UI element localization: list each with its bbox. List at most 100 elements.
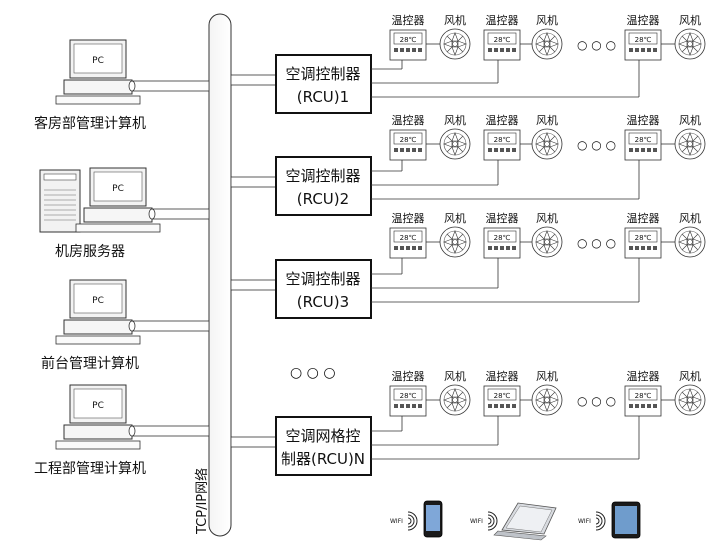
thermostat-label: 温控器 (392, 13, 425, 27)
device-unit: 温控器 28℃ 风机 (371, 211, 563, 289)
controllers-group: 空调控制器(RCU)1空调控制器(RCU)2空调控制器(RCU)3空调网格控制器… (230, 54, 372, 476)
thermostat-icon: 28℃ (389, 227, 427, 259)
device-unit: 温控器 28℃ 风机 (371, 369, 471, 432)
fan-label: 风机 (444, 369, 466, 383)
thermostat-display: 28℃ (635, 392, 652, 400)
device-unit: 温控器 28℃ 风机 (371, 369, 706, 460)
thermostat-display: 28℃ (635, 234, 652, 242)
rcu-box (275, 156, 372, 216)
thermostat-icon: 28℃ (624, 227, 662, 259)
device-row-1: 温控器28℃风机温控器28℃风机温控器28℃风机○ ○ ○ (371, 13, 706, 98)
rcu-subtitle: (RCU)3 (297, 293, 349, 311)
rcu-title: 空调控制器 (285, 65, 360, 83)
rcu-1: 空调控制器 (RCU)1 (230, 54, 372, 114)
thermostat-label: 温控器 (392, 369, 425, 383)
fan-icon (531, 384, 563, 416)
server-tower-icon (39, 169, 81, 233)
fan-label: 风机 (679, 113, 701, 127)
thermostat-label: 温控器 (627, 211, 660, 225)
thermostat-label: 温控器 (486, 13, 519, 27)
device-unit: 温控器 28℃ 风机 (371, 113, 706, 200)
device-unit: 温控器 28℃ 风机 (371, 13, 706, 98)
device-row-2: 温控器28℃风机温控器28℃风机温控器28℃风机○ ○ ○ (371, 113, 706, 200)
devices-ellipsis: ○ ○ ○ (577, 394, 616, 408)
rcu-box (275, 259, 372, 319)
thermostat-label: 温控器 (627, 369, 660, 383)
fan-label: 风机 (444, 113, 466, 127)
thermostat-icon: 28℃ (389, 385, 427, 417)
wifi-label: WIFI (578, 518, 591, 525)
rcu-3: 空调控制器(RCU)3 (230, 259, 372, 319)
mobile-device-1: WIFI (390, 511, 418, 531)
device-unit: 温控器 28℃ 风机 (371, 369, 563, 446)
fan-icon (439, 384, 471, 416)
computer-link (148, 208, 210, 220)
thermostat-icon: 28℃ (389, 29, 427, 61)
fan-label: 风机 (679, 13, 701, 27)
rcu-title: 空调控制器 (285, 167, 360, 185)
fan-label: 风机 (536, 369, 558, 383)
rcu-title: 空调网格控 (285, 427, 360, 445)
devices-ellipsis: ○ ○ ○ (577, 38, 616, 52)
thermostat-icon: 28℃ (624, 129, 662, 161)
thermostat-label: 温控器 (486, 211, 519, 225)
rcu-subtitle: 制器(RCU)N (281, 450, 365, 468)
fan-label: 风机 (536, 113, 558, 127)
thermostat-display: 28℃ (635, 36, 652, 44)
tablet-icon (611, 501, 641, 539)
device-unit: 温控器 28℃ 风机 (371, 13, 563, 84)
fan-icon (531, 28, 563, 60)
pc-screen-text: PC (92, 56, 104, 66)
pc-monitor-icon: PC (55, 279, 141, 345)
computer-link (128, 80, 210, 92)
fan-icon (674, 128, 706, 160)
rcu-subtitle: (RCU)1 (297, 88, 349, 106)
computer-label: 客房部管理计算机 (34, 115, 146, 132)
mobile-device-3: WIFI (578, 511, 606, 531)
thermostat-label: 温控器 (486, 369, 519, 383)
thermostat-display: 28℃ (494, 392, 511, 400)
fan-icon (674, 28, 706, 60)
thermostat-display: 28℃ (635, 136, 652, 144)
device-row-3: 温控器28℃风机温控器28℃风机温控器28℃风机○ ○ ○ (371, 211, 706, 303)
thermostat-label: 温控器 (486, 113, 519, 127)
smartphone-icon (423, 500, 443, 538)
fan-icon (531, 226, 563, 258)
rcu-box (275, 416, 372, 476)
fan-icon (531, 128, 563, 160)
device-unit: 温控器 28℃ 风机 (371, 211, 706, 303)
computer-label: 工程部管理计算机 (34, 461, 146, 477)
mobile-devices: WIFI WIFI WIFI (390, 500, 641, 541)
fan-icon (439, 128, 471, 160)
wifi-label: WIFI (470, 518, 483, 525)
rcu-box (275, 54, 372, 114)
fan-label: 风机 (679, 369, 701, 383)
wifi-icon (595, 511, 606, 531)
thermostat-display: 28℃ (494, 136, 511, 144)
wifi-icon (407, 511, 418, 531)
thermostat-display: 28℃ (400, 136, 417, 144)
thermostat-display: 28℃ (400, 392, 417, 400)
fan-label: 风机 (536, 211, 558, 225)
thermostat-display: 28℃ (494, 234, 511, 242)
thermostat-icon: 28℃ (624, 29, 662, 61)
wifi-label: WIFI (390, 518, 403, 525)
thermostat-label: 温控器 (392, 113, 425, 127)
pc-monitor-icon: PC (55, 384, 141, 450)
thermostat-icon: 28℃ (624, 385, 662, 417)
fan-icon (674, 384, 706, 416)
device-unit: 温控器 28℃ 风机 (371, 113, 563, 186)
controllers-ellipsis: ○ ○ ○ (290, 365, 336, 381)
fan-icon (439, 226, 471, 258)
thermostat-display: 28℃ (400, 36, 417, 44)
rcu-2: 空调控制器(RCU)2 (230, 156, 372, 216)
fan-label: 风机 (536, 13, 558, 27)
fan-label: 风机 (679, 211, 701, 225)
thermostat-label: 温控器 (627, 113, 660, 127)
